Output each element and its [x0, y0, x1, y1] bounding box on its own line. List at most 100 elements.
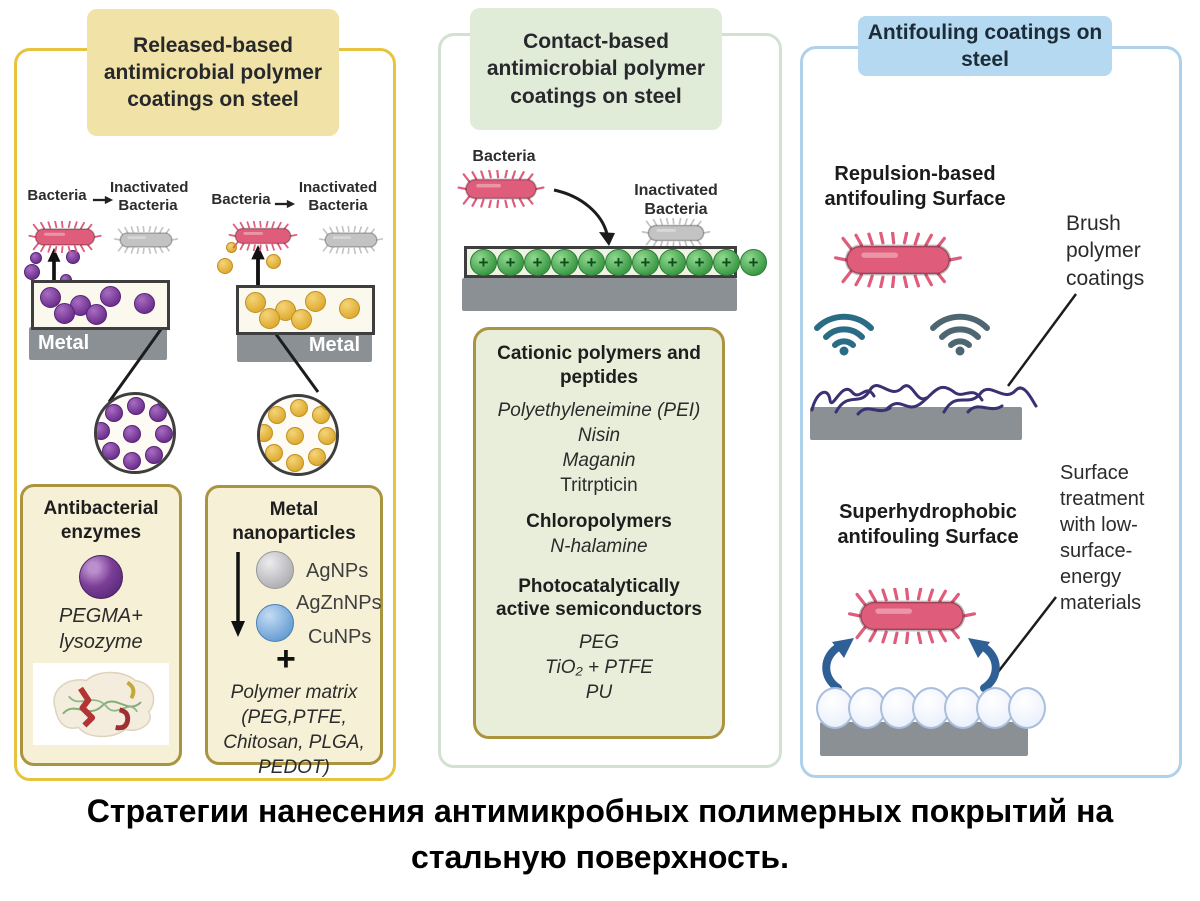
released-panel-header: Released-based antimicrobial polymer coa… [87, 9, 339, 136]
surface-treatment-label: Surface treatment with low-surface-energ… [1060, 462, 1145, 614]
bacteria-label-nanoparticle: Bacteria [211, 191, 271, 208]
droplet-icon [848, 687, 886, 729]
enzyme-dot [127, 397, 145, 415]
matrix-line: PEDOT) [258, 757, 330, 779]
photo-item: TiO₂ + PTFE [545, 657, 653, 679]
pegma-line: PEGMA+ [59, 604, 143, 627]
enzyme-dot [155, 425, 173, 443]
repulsion-waves-icon [812, 304, 876, 356]
zoom-inset-enzymes [94, 392, 176, 474]
nanoparticle-dot [268, 406, 286, 424]
antifouling-panel-title: Antifouling coatings on steel [867, 20, 1103, 71]
cationic-charge-icon: + [740, 248, 767, 276]
brush-pointer-line [1006, 293, 1078, 387]
bacterium-icon [820, 232, 976, 288]
figure-caption-text: Стратегии нанесения антимикробных полиме… [86, 793, 1114, 876]
released-panel-title: Released-based antimicrobial polymer coa… [103, 33, 323, 112]
enzyme-dot [102, 442, 120, 460]
cationic-charge-icon: + [470, 248, 497, 276]
inactivated-bacterium-icon [630, 218, 722, 248]
contact-chemistry-box: Cationic polymers and peptides Polyethyl… [473, 327, 725, 739]
agznnps-label: AgZnNPs [296, 592, 382, 614]
enzyme-dot [134, 293, 155, 314]
droplet-icon [1008, 687, 1046, 729]
nanoparticle-dot [318, 427, 336, 445]
released-nanoparticle-dot [266, 254, 281, 269]
enzyme-dot [145, 446, 163, 464]
bacterium-icon [226, 221, 300, 251]
cationic-coating-layer: +++++++++++ [464, 246, 767, 278]
matrix-line: Chitosan, PLGA, [223, 732, 365, 754]
nanoparticle-dot [286, 427, 304, 445]
inactivated-bacterium-icon [111, 226, 181, 254]
droplet-icon [912, 687, 950, 729]
enzyme-dot [54, 303, 75, 324]
inactivated-label-enzyme: Inactivated Bacteria [110, 179, 189, 214]
cationic-charge-icon: + [686, 248, 713, 276]
chloro-item: N-halamine [550, 535, 648, 557]
metal-substrate [810, 407, 1022, 440]
bacterium-icon [22, 221, 108, 253]
agnps-label: AgNPs [306, 560, 369, 582]
photocatalytic-title: Photocatalytically active semiconductors [496, 575, 702, 621]
metal-nanoparticles-title: Metal nanoparticles [232, 499, 356, 544]
antibacterial-enzymes-box: Antibacterial enzymes PEGMA+ lysozyme [20, 484, 182, 766]
nanoparticle-dot [286, 454, 304, 472]
released-nanoparticle-dot [226, 242, 237, 253]
nanoparticle-dot [290, 399, 308, 417]
cunp-sphere-icon [256, 604, 294, 642]
enzyme-coating-layer [31, 280, 170, 330]
enzyme-dot [123, 452, 141, 470]
cationic-item: Maganin [562, 449, 636, 471]
repulsion-title: Repulsion-based antifouling Surface [824, 163, 1006, 210]
matrix-line: Polymer matrix [230, 682, 358, 703]
superhydrophobic-title: Superhydrophobic antifouling Surface [837, 501, 1019, 548]
nanoparticle-dot [305, 291, 326, 312]
cationic-charge-icon: + [578, 248, 605, 276]
cationic-charge-icon: + [551, 248, 578, 276]
photo-item: PU [585, 682, 613, 704]
brush-polymer-label: Brush polymer coatings [1066, 212, 1145, 290]
bacterium-icon [453, 170, 549, 208]
inactivated-bacterium-icon [318, 226, 384, 254]
cationic-polymers-title: Cationic polymers and peptides [497, 343, 701, 388]
bacteria-label-contact: Bacteria [472, 148, 536, 165]
nanoparticle-coating-layer [236, 285, 375, 335]
nanoparticle-dot [308, 448, 326, 466]
enzyme-dot [86, 304, 107, 325]
cationic-charge-icon: + [524, 248, 551, 276]
nanoparticle-dot [291, 309, 312, 330]
photo-item: PEG [578, 632, 620, 654]
repulsion-waves-icon [928, 304, 992, 356]
cunps-label: CuNPs [308, 626, 372, 648]
enzyme-sphere-icon [79, 554, 123, 599]
enzyme-dot [123, 425, 141, 443]
nanoparticle-dot [260, 424, 273, 442]
cationic-charge-icon: + [713, 248, 740, 276]
contact-curved-arrow [553, 188, 615, 246]
contact-panel-title: Contact-based antimicrobial polymer coat… [486, 30, 706, 108]
agnp-sphere-icon [256, 551, 294, 589]
zoom-connector-line [107, 317, 171, 403]
cationic-charge-icon: + [497, 248, 524, 276]
polymer-matrix-block: Polymer matrix (PEG,PTFE, Chitosan, PLGA… [208, 680, 380, 780]
bounce-arrow-right-icon [968, 638, 1000, 692]
zoom-inset-nanoparticles [257, 394, 339, 476]
polymer-brush-icon [810, 384, 1038, 416]
released-enzyme-dot [30, 252, 42, 264]
released-enzyme-dot [66, 250, 80, 264]
cationic-charge-icon: + [659, 248, 686, 276]
inactivated-label-contact: Inactivated Bacteria [634, 182, 718, 219]
antibacterial-enzymes-title: Antibacterial enzymes [43, 498, 159, 543]
lysozyme-line: lysozyme [59, 630, 143, 653]
contact-panel-header: Contact-based antimicrobial polymer coat… [470, 8, 722, 130]
release-down-arrow-icon [231, 552, 245, 637]
bacteria-label-enzyme: Bacteria [27, 187, 87, 204]
enzyme-dot [40, 287, 61, 308]
released-enzyme-dot [24, 264, 40, 280]
nanoparticle-dot [245, 292, 266, 313]
nanoparticle-dot [339, 298, 360, 319]
right-arrow-icon [274, 198, 296, 210]
enzyme-dot [157, 395, 173, 409]
metal-nanoparticles-box: Metal nanoparticles AgNPs AgZnNPs CuNPs … [205, 485, 383, 778]
